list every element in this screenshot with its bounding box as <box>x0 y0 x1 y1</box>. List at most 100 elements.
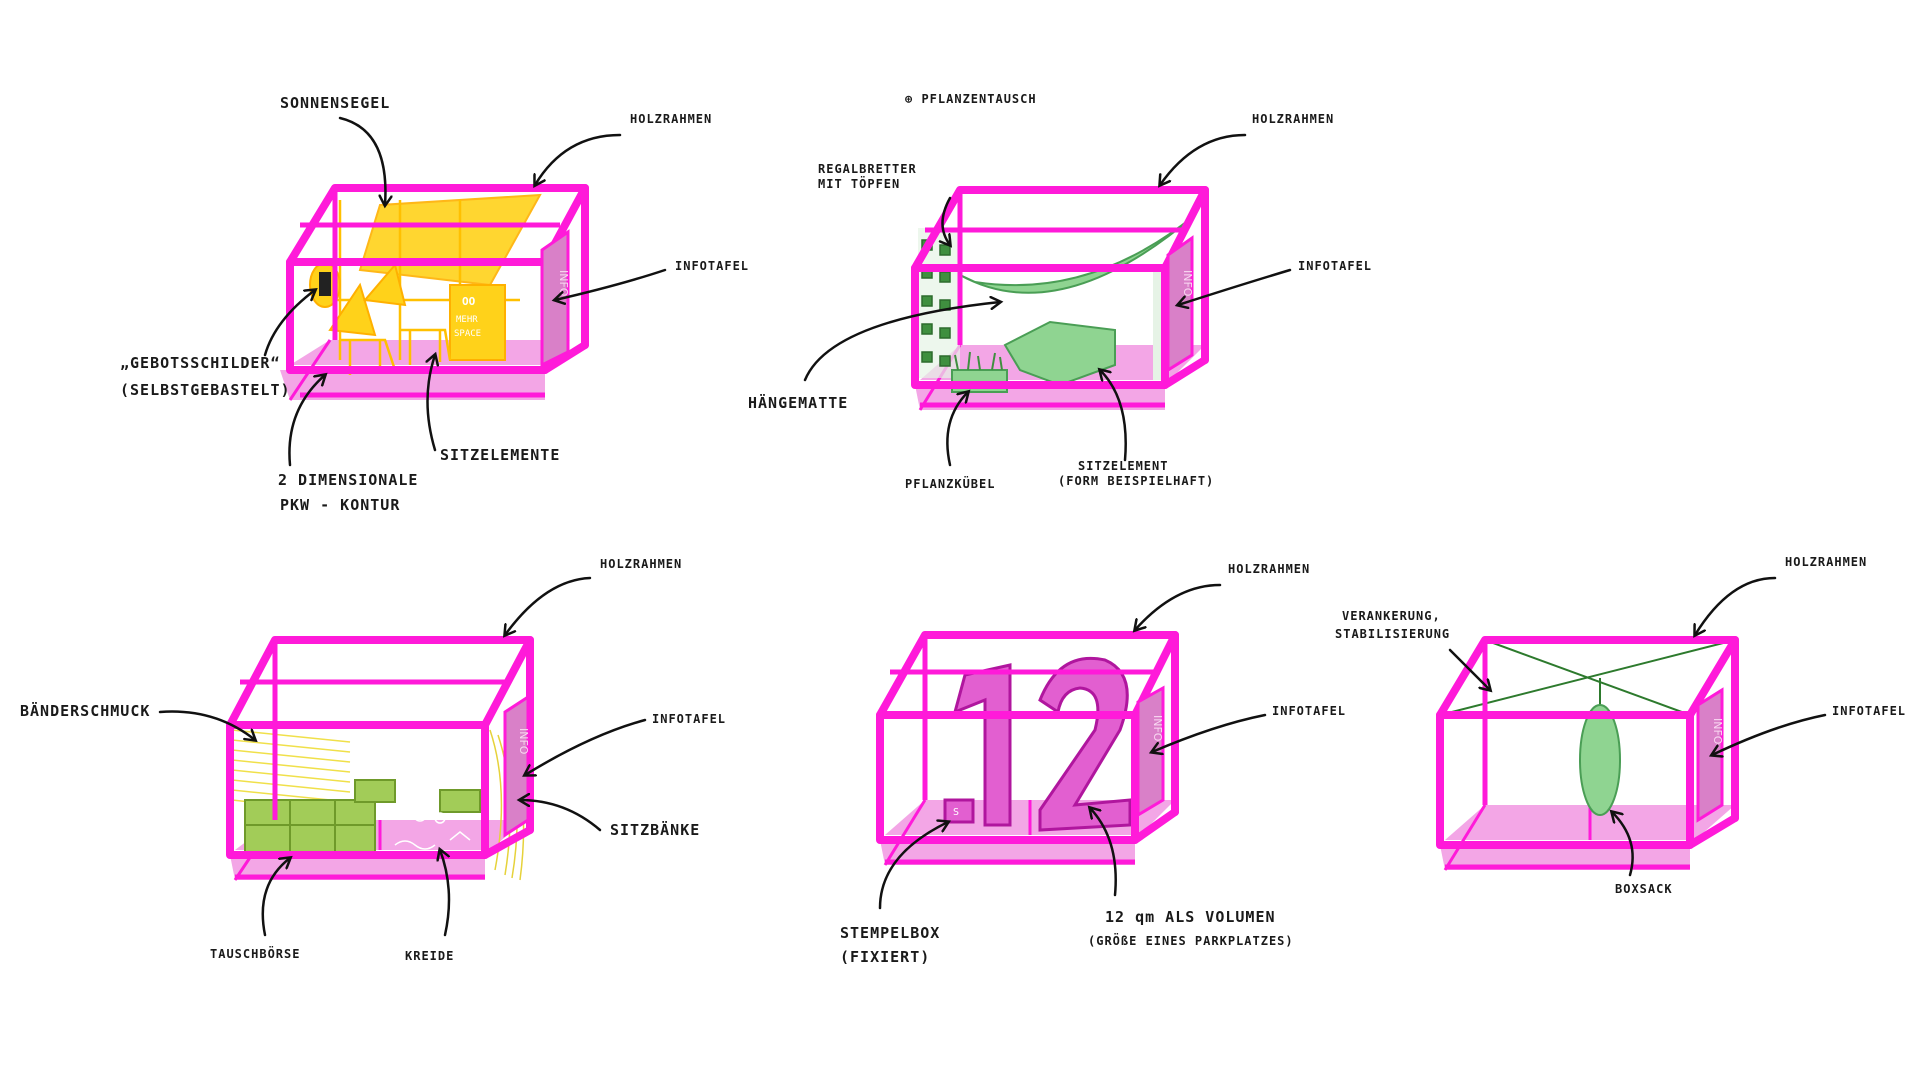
label-holzrahmen-5: HOLZRAHMEN <box>1785 555 1867 569</box>
bench-2 <box>439 789 481 813</box>
arrow-infotafel-4 <box>1152 713 1267 752</box>
info-panel-5 <box>1696 687 1724 823</box>
plant-tub-leaves <box>954 351 1003 371</box>
arrow-verankerung <box>1448 648 1490 690</box>
label-verankerung-line2: STABILISIERUNG <box>1335 627 1450 641</box>
label-infotafel-3: INFOTAFEL <box>652 712 726 726</box>
label-volumen-line2: (GRÖßE EINES PARKPLATZES) <box>1088 933 1294 948</box>
label-infotafel-5: INFOTAFEL <box>1832 704 1906 718</box>
arrow-infotafel-1 <box>555 268 667 300</box>
label-kreide: KREIDE <box>405 949 454 963</box>
arrow-gebotsschilder <box>263 290 315 357</box>
label-holzrahmen-4: HOLZRAHMEN <box>1228 562 1310 576</box>
info-panel-4-text: INFO <box>1151 715 1164 742</box>
label-holzrahmen-1: HOLZRAHMEN <box>630 112 712 126</box>
sign-round-1-inner <box>319 272 331 296</box>
info-panel-5-text: INFO <box>1711 718 1724 745</box>
label-pkw-line2: PKW - KONTUR <box>280 496 400 514</box>
label-tauschboerse: TAUSCHBÖRSE <box>210 946 300 961</box>
digit-2 <box>1038 656 1132 832</box>
arrow-holzrahmen-3 <box>505 576 592 635</box>
sun-sail <box>358 193 542 287</box>
label-haengematte: HÄNGEMATTE <box>748 393 848 412</box>
arrow-haengematte <box>803 302 1000 382</box>
label-verankerung-line1: VERANKERUNG, <box>1342 609 1441 623</box>
arrow-holzrahmen-5 <box>1695 576 1777 635</box>
label-sonnensegel: SONNENSEGEL <box>280 94 390 112</box>
cube-1-frame <box>286 184 589 398</box>
arrow-sonnensegel <box>338 116 385 205</box>
label-stempelbox-line1: STEMPELBOX <box>840 924 940 942</box>
arrow-baenderschmuck <box>158 710 255 740</box>
info-panel-3 <box>503 694 530 838</box>
arrow-infotafel-5 <box>1712 713 1827 755</box>
arrow-infotafel-2 <box>1178 268 1292 305</box>
cube-2-frame <box>911 186 1209 408</box>
info-panel-4 <box>1136 685 1165 818</box>
arrow-sitzelemente <box>428 355 436 452</box>
label-gebotsschilder: „GEBOTSSCHILDER“ <box>120 354 281 372</box>
arrow-sitzbaenke <box>520 800 602 832</box>
arrow-volumen <box>1090 808 1117 897</box>
cube-1-floor <box>290 340 570 365</box>
poster-text: OO <box>462 295 476 308</box>
cube-5-frame <box>1436 636 1739 870</box>
label-pflanzkuebel: PFLANZKÜBEL <box>905 476 995 491</box>
sketch-5-punching-bag-cube: INFO HOLZRAHMEN VERANKERUNG, STABILISIER… <box>1335 555 1906 896</box>
sketch-1-sun-sail-cube: OO MEHR SPACE INFO SONNENSEGEL HOLZRAHME… <box>120 94 749 514</box>
stamp-box <box>943 798 975 824</box>
label-stempelbox-line2: (FIXIERT) <box>840 948 930 966</box>
info-panel-1-text: INFO <box>557 270 570 297</box>
arrow-pflanzkuebel <box>946 392 968 467</box>
sketch-4-volume-cube: S INFO HOLZRAHMEN INFOTAFEL STEMPELBOX (… <box>840 562 1346 966</box>
label-infotafel-2: INFOTAFEL <box>1298 259 1372 273</box>
label-infotafel-1: INFOTAFEL <box>675 259 749 273</box>
swap-shelf <box>244 799 376 856</box>
arrow-regalbretter <box>943 196 951 245</box>
sign-triangle-2 <box>363 262 407 307</box>
label-volumen-line1: 12 qm ALS VOLUMEN <box>1105 908 1276 926</box>
arrow-sitzelement-2 <box>1100 370 1127 462</box>
label-sitzelemente: SITZELEMENTE <box>440 446 560 464</box>
info-panel-3-text: INFO <box>517 728 530 755</box>
label-pkw-line1: 2 DIMENSIONALE <box>278 471 418 489</box>
arrow-holzrahmen-2 <box>1160 133 1247 185</box>
arrow-tauschboerse <box>261 858 290 937</box>
sketch-3-ribbons-cube: INFO HOLZRAHMEN BÄNDERSCHMUCK INFOTAFEL … <box>20 557 726 963</box>
label-infotafel-4: INFOTAFEL <box>1272 704 1346 718</box>
arrow-holzrahmen-4 <box>1135 583 1222 630</box>
bench-1 <box>354 779 396 803</box>
info-panel-2-text: INFO <box>1181 270 1194 297</box>
arrow-infotafel-3 <box>525 718 647 775</box>
label-baenderschmuck: BÄNDERSCHMUCK <box>20 701 150 720</box>
label-selbstgebastelt: (SELBSTGEBASTELT) <box>120 381 291 399</box>
label-pflanzentausch: ⊕ PFLANZENTAUSCH <box>905 92 1037 106</box>
poster-board <box>449 284 506 361</box>
label-sitzbaenke: SITZBÄNKE <box>610 820 700 839</box>
label-boxsack: BOXSACK <box>1615 882 1673 896</box>
label-sitzelement-line2: (FORM BEISPIELHAFT) <box>1058 474 1214 488</box>
label-regalbretter-line2: MIT TÖPFEN <box>818 176 900 191</box>
poster-text-3: SPACE <box>454 329 481 339</box>
arrow-pkw <box>288 375 325 467</box>
seat-element-pentagon <box>1003 320 1116 387</box>
sign-triangle-1 <box>328 282 377 337</box>
cube-5-floor-front <box>1440 845 1690 870</box>
cube-4-frame <box>876 631 1179 865</box>
stamp-box-text: S <box>953 807 959 818</box>
seat-element-2 <box>400 328 452 365</box>
arrow-holzrahmen-1 <box>535 133 622 185</box>
cube-4-floor-front <box>880 840 1135 865</box>
label-regalbretter-line1: REGALBRETTER <box>818 162 917 176</box>
arrow-stempelbox <box>878 822 948 910</box>
poster-text-2: MEHR <box>456 315 478 325</box>
label-sitzelement-line1: SITZELEMENT <box>1078 459 1168 473</box>
label-holzrahmen-3: HOLZRAHMEN <box>600 557 682 571</box>
arrow-kreide <box>440 850 451 937</box>
cube-3-floor-front <box>230 855 485 880</box>
label-holzrahmen-2: HOLZRAHMEN <box>1252 112 1334 126</box>
punching-bag <box>1579 704 1621 816</box>
chalk-drawings <box>394 808 471 850</box>
arrow-boxsack <box>1612 812 1634 877</box>
